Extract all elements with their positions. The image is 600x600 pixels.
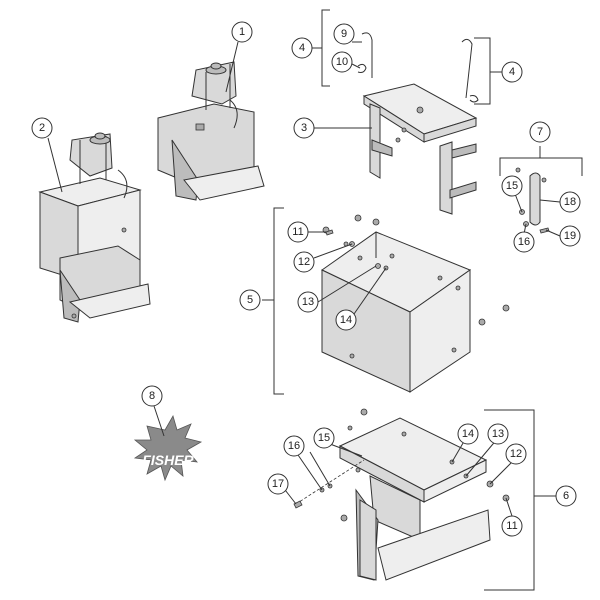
callout-11-lower: 11 [501, 515, 523, 537]
callout-8: 8 [141, 385, 163, 407]
callout-19: 19 [559, 225, 581, 247]
callout-14-lower: 14 [457, 423, 479, 445]
svg-text:16: 16 [518, 236, 530, 248]
part-11-bolt [325, 229, 334, 236]
svg-text:14: 14 [340, 314, 352, 326]
callout-13-lower: 13 [487, 423, 509, 445]
part-8-fisher-logo-decal: FISHER [133, 414, 203, 482]
callout-16-lower: 16 [283, 435, 305, 457]
callout-14-upper: 14 [335, 309, 357, 331]
callout-15-upper: 15 [501, 175, 523, 197]
svg-text:7: 7 [537, 126, 543, 138]
assembly-2-complete-unit-with-box [38, 132, 151, 323]
svg-text:9: 9 [341, 28, 347, 40]
callout-12-upper: 12 [293, 251, 315, 273]
svg-text:10: 10 [336, 56, 348, 68]
callout-9: 9 [333, 23, 355, 45]
part-10-clip [357, 63, 367, 73]
callout-15-lower: 15 [313, 427, 335, 449]
callout-16-upper: 16 [513, 231, 535, 253]
part-5-main-box [321, 214, 510, 393]
leader-lines [47, 9, 583, 591]
svg-text:11: 11 [506, 520, 517, 532]
part-18-handle [529, 172, 541, 226]
svg-text:3: 3 [301, 122, 307, 134]
svg-text:15: 15 [506, 180, 518, 192]
logo-text: FISHER [142, 452, 194, 468]
svg-text:19: 19 [564, 230, 576, 242]
callout-11-upper: 11 [287, 221, 309, 243]
svg-text:12: 12 [510, 448, 522, 460]
callout-3: 3 [293, 117, 315, 139]
callout-10: 10 [331, 51, 353, 73]
callout-1: 1 [231, 21, 253, 43]
svg-text:14: 14 [462, 428, 474, 440]
svg-text:13: 13 [492, 428, 504, 440]
part-3-frame-bracket [362, 83, 478, 215]
callout-5: 5 [239, 289, 261, 311]
callout-13-upper: 13 [297, 291, 319, 313]
callout-4-right: 4 [501, 61, 523, 83]
svg-text:18: 18 [564, 196, 576, 208]
svg-text:1: 1 [239, 26, 245, 38]
callout-2: 2 [31, 117, 53, 139]
callout-12-lower: 12 [505, 443, 527, 465]
svg-text:6: 6 [563, 490, 569, 502]
svg-text:2: 2 [39, 122, 45, 134]
part-6-hopper-chute [293, 408, 510, 581]
svg-text:15: 15 [318, 432, 330, 444]
svg-text:12: 12 [298, 256, 310, 268]
callout-7: 7 [529, 121, 551, 143]
svg-text:17: 17 [272, 478, 284, 490]
part-13-nut [375, 263, 381, 269]
part-4-pin-and-clip-right [461, 38, 479, 103]
svg-text:16: 16 [288, 440, 300, 452]
callout-18: 18 [559, 191, 581, 213]
svg-text:4: 4 [509, 66, 515, 78]
svg-text:5: 5 [247, 294, 253, 306]
svg-text:11: 11 [292, 226, 303, 238]
svg-text:13: 13 [302, 296, 314, 308]
callout-4-left: 4 [291, 37, 313, 59]
callout-17: 17 [267, 473, 289, 495]
svg-text:4: 4 [299, 42, 305, 54]
callout-6: 6 [555, 485, 577, 507]
part-9-pin [361, 32, 373, 78]
svg-text:8: 8 [149, 390, 155, 402]
assembly-1-complete-unit [157, 61, 265, 201]
